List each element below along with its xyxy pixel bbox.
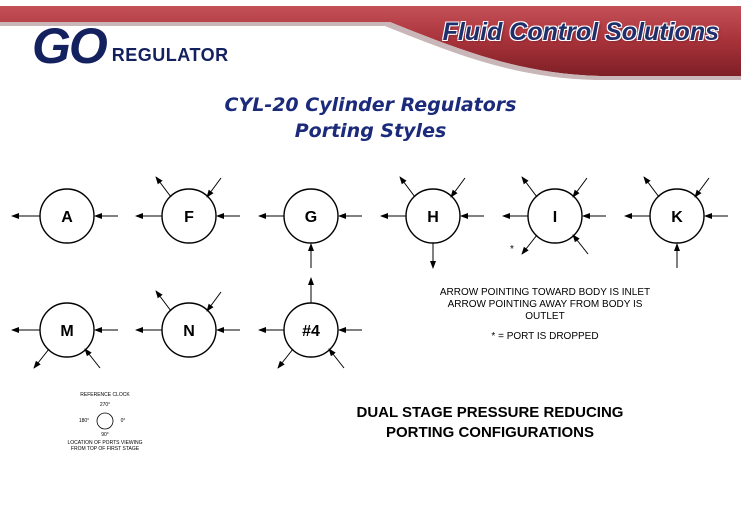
configuration-title-line2: PORTING CONFIGURATIONS bbox=[385, 424, 595, 441]
port-label-g: G bbox=[305, 209, 317, 226]
page-title: CYL-20 Cylinder Regulators Porting Style… bbox=[0, 92, 741, 144]
arrow-f-outlet-upleft bbox=[155, 176, 172, 198]
legend-inlet: ARROW POINTING TOWARD BODY IS INLET bbox=[439, 287, 651, 298]
arrow-h-outlet-upleft bbox=[399, 176, 416, 198]
port-style-a: A bbox=[11, 188, 118, 244]
reference-clock-caption1: LOCATION OF PORTS VIEWING bbox=[67, 440, 143, 446]
arrow-n-outlet-upleft bbox=[155, 290, 172, 312]
arrow-h-inlet-upright bbox=[450, 177, 466, 198]
port-style-4: #4 bbox=[258, 277, 362, 369]
arrow-4-inlet-downright bbox=[328, 348, 345, 369]
arrow-m-inlet-downright bbox=[84, 348, 101, 369]
reference-clock-title: REFERENCE CLOCK bbox=[80, 392, 130, 398]
port-label-n: N bbox=[183, 323, 195, 340]
dropped-port-mark: * bbox=[510, 244, 514, 255]
reference-clock-270: 270° bbox=[99, 402, 111, 408]
legend-dropped-note: * = PORT IS DROPPED bbox=[491, 331, 599, 342]
port-label-m: M bbox=[60, 323, 73, 340]
arrow-k-inlet-upright bbox=[694, 177, 710, 198]
reference-clock-circle bbox=[96, 412, 114, 430]
arrow-m-outlet-downleft bbox=[33, 348, 50, 369]
logo-regulator-text: REGULATOR bbox=[111, 45, 229, 65]
reference-clock-0: 0° bbox=[120, 418, 126, 424]
arrow-4-outlet-downleft bbox=[277, 348, 294, 369]
arrow-i-inlet-downright bbox=[572, 234, 589, 255]
reference-clock-90: 90° bbox=[101, 432, 109, 438]
arrow-n-inlet-upright bbox=[206, 291, 222, 312]
port-label-4: #4 bbox=[302, 323, 320, 340]
arrow-k-outlet-upleft bbox=[643, 176, 660, 198]
arrow-f-inlet-upright bbox=[206, 177, 222, 198]
port-label-h: H bbox=[427, 209, 439, 226]
port-label-a: A bbox=[61, 209, 73, 226]
reference-clock-caption2: FROM TOP OF FIRST STAGE bbox=[70, 446, 140, 452]
port-style-g: G bbox=[258, 188, 362, 268]
port-style-m: M bbox=[11, 302, 118, 369]
logo-go-text: GO bbox=[32, 18, 108, 74]
legend-outlet-cont: OUTLET bbox=[525, 311, 565, 322]
reference-clock-180: 180° bbox=[78, 418, 90, 424]
port-label-i: I bbox=[553, 209, 557, 226]
port-label-f: F bbox=[184, 209, 194, 226]
go-regulator-logo: GO REGULATOR bbox=[32, 18, 229, 74]
page-title-line1: CYL-20 Cylinder Regulators bbox=[224, 94, 517, 116]
tagline: Fluid Control Solutions bbox=[442, 18, 719, 46]
port-style-k: K bbox=[624, 176, 728, 268]
legend-outlet: ARROW POINTING AWAY FROM BODY IS bbox=[447, 299, 643, 310]
port-label-k: K bbox=[671, 209, 683, 226]
configuration-title: DUAL STAGE PRESSURE REDUCING PORTING CON… bbox=[320, 403, 660, 443]
port-style-n: N bbox=[135, 290, 240, 358]
arrow-i-outlet-upleft bbox=[521, 176, 538, 198]
port-style-i: I * bbox=[502, 176, 606, 255]
arrow-i-inlet-upright bbox=[572, 177, 588, 198]
arrow-i-outlet-downleft bbox=[521, 234, 538, 255]
header-banner bbox=[0, 6, 741, 80]
port-style-f: F bbox=[135, 176, 240, 244]
port-style-h: H bbox=[380, 176, 484, 269]
configuration-title-line1: DUAL STAGE PRESSURE REDUCING bbox=[356, 404, 624, 421]
page-title-line2: Porting Styles bbox=[294, 120, 447, 142]
